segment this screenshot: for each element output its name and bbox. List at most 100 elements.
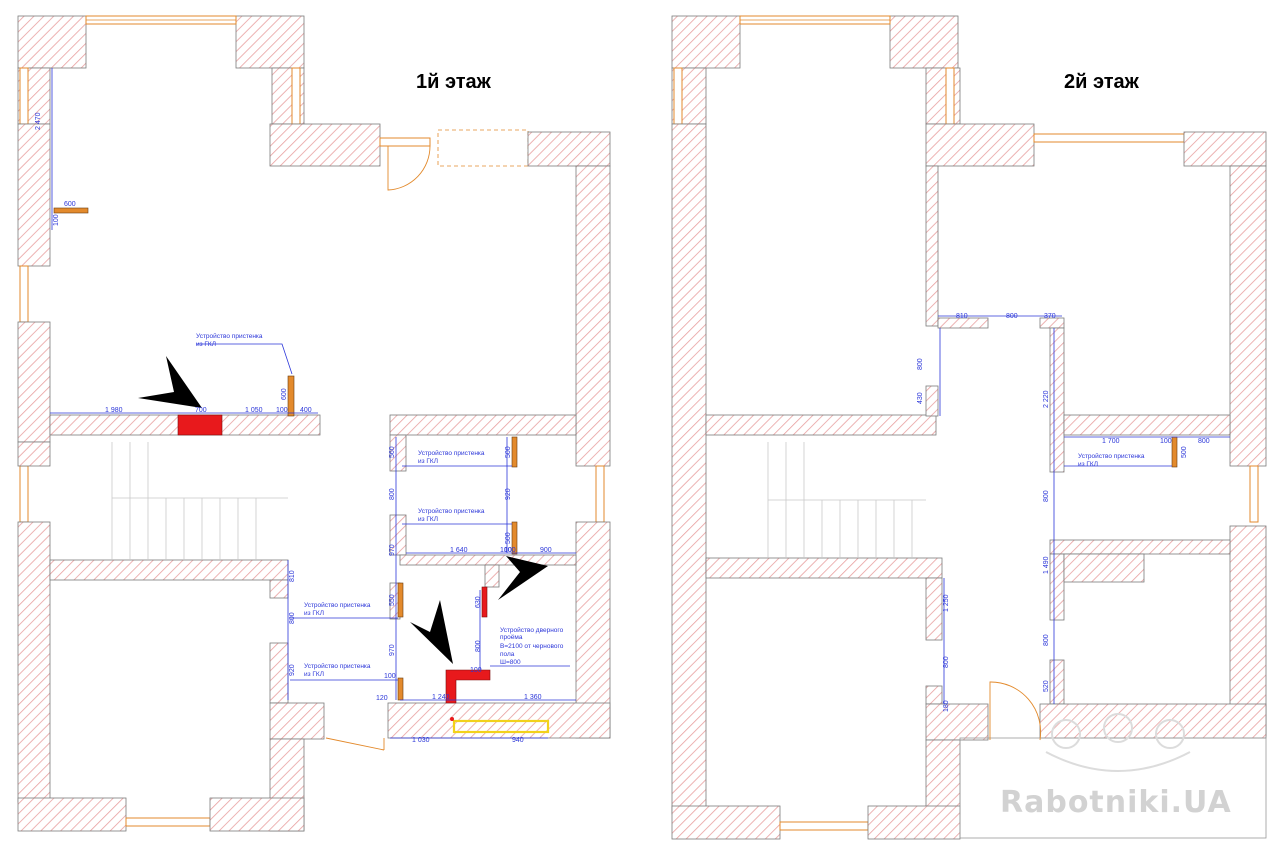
window xyxy=(379,137,431,147)
wall xyxy=(1063,414,1231,436)
dimension: 180 xyxy=(943,700,950,712)
watermark: Rabotniki.UA xyxy=(1000,713,1231,820)
window xyxy=(19,67,29,125)
wall xyxy=(527,131,611,167)
window xyxy=(19,265,29,323)
wall xyxy=(925,739,961,815)
wall xyxy=(925,165,939,327)
window xyxy=(291,67,301,125)
dimension: 800 xyxy=(1043,634,1050,646)
dimension: 800 xyxy=(1198,438,1210,445)
dimension: 970 xyxy=(389,644,396,656)
wall xyxy=(1049,539,1231,555)
dimension: 370 xyxy=(1044,313,1056,320)
wall xyxy=(1049,553,1065,621)
wall xyxy=(575,521,611,739)
dimension: 800 xyxy=(475,640,482,652)
dimension: 400 xyxy=(300,407,312,414)
wall xyxy=(925,703,989,741)
window xyxy=(595,465,605,523)
dimension: 500 xyxy=(505,532,512,544)
gkl-wall xyxy=(511,521,518,555)
entry-door-bottom xyxy=(325,737,385,751)
wall xyxy=(1063,553,1145,583)
demolish-opening xyxy=(481,586,488,618)
dimension: 900 xyxy=(540,547,552,554)
wall xyxy=(17,321,51,443)
dimension: 100 xyxy=(384,673,396,680)
dimension: 1 700 xyxy=(1102,438,1120,445)
wall xyxy=(575,165,611,467)
dimension: 500 xyxy=(1181,446,1188,458)
dimension: 500 xyxy=(505,446,512,458)
floor-2-plan: 810 800 370 800 430 2 220 1 700 100 800 … xyxy=(671,15,1267,840)
wall xyxy=(925,385,939,417)
dimension: 550 xyxy=(389,594,396,606)
gkl-wall xyxy=(397,582,404,618)
dimension: 100 xyxy=(1160,438,1172,445)
floor-1-plan: 2 470 600 100 1 980 700 1 050 100 400 60… xyxy=(17,15,611,832)
dimension: 920 xyxy=(289,664,296,676)
wall xyxy=(671,123,707,815)
wall xyxy=(705,414,937,436)
dimension: 800 xyxy=(389,488,396,500)
new-door-frame xyxy=(445,669,491,704)
entry-door xyxy=(387,145,431,191)
wall xyxy=(484,564,500,588)
dimension: 800 xyxy=(943,656,950,668)
wall xyxy=(17,797,127,832)
wall xyxy=(269,702,325,740)
dimension: 120 xyxy=(376,695,388,702)
window xyxy=(779,821,869,831)
dimension: 700 xyxy=(195,407,207,414)
window xyxy=(673,67,683,125)
dimension: 810 xyxy=(956,313,968,320)
wall xyxy=(235,15,305,69)
window xyxy=(1033,133,1185,143)
floor-2-title: 2й этаж xyxy=(1064,71,1140,93)
wall xyxy=(705,557,943,579)
window-opening xyxy=(437,129,529,167)
floor-1-title: 1й этаж xyxy=(416,71,492,93)
wall xyxy=(1229,165,1267,467)
wall xyxy=(925,685,943,705)
dimension: 970 xyxy=(389,544,396,556)
dimension: 2 470 xyxy=(35,112,42,130)
dimension: 100 xyxy=(276,407,288,414)
dimension: 920 xyxy=(505,488,512,500)
gkl-wall xyxy=(287,375,295,417)
dimension: 1 490 xyxy=(1043,556,1050,574)
wall xyxy=(671,15,741,69)
balcony-door xyxy=(989,681,1042,741)
wall xyxy=(17,521,51,803)
dimension: 600 xyxy=(64,201,76,208)
dimension: 800 xyxy=(289,612,296,624)
wall xyxy=(399,554,577,566)
demolish-opening xyxy=(177,414,223,436)
beam xyxy=(452,719,550,734)
wall xyxy=(671,805,781,840)
dimension: 1 980 xyxy=(105,407,123,414)
wall xyxy=(17,15,87,69)
wall xyxy=(269,123,381,167)
dimension: 430 xyxy=(917,392,924,404)
window xyxy=(19,465,29,523)
wall xyxy=(1229,525,1267,737)
dimension: 1 240 xyxy=(432,694,450,701)
gkl-wall xyxy=(397,677,404,701)
marker xyxy=(450,717,454,721)
arrow-icon xyxy=(498,556,548,600)
wall xyxy=(1183,131,1267,167)
wall xyxy=(269,579,289,599)
wall xyxy=(867,805,961,840)
dimension: 560 xyxy=(389,446,396,458)
wall xyxy=(925,67,961,125)
arrow-icon xyxy=(138,356,202,408)
